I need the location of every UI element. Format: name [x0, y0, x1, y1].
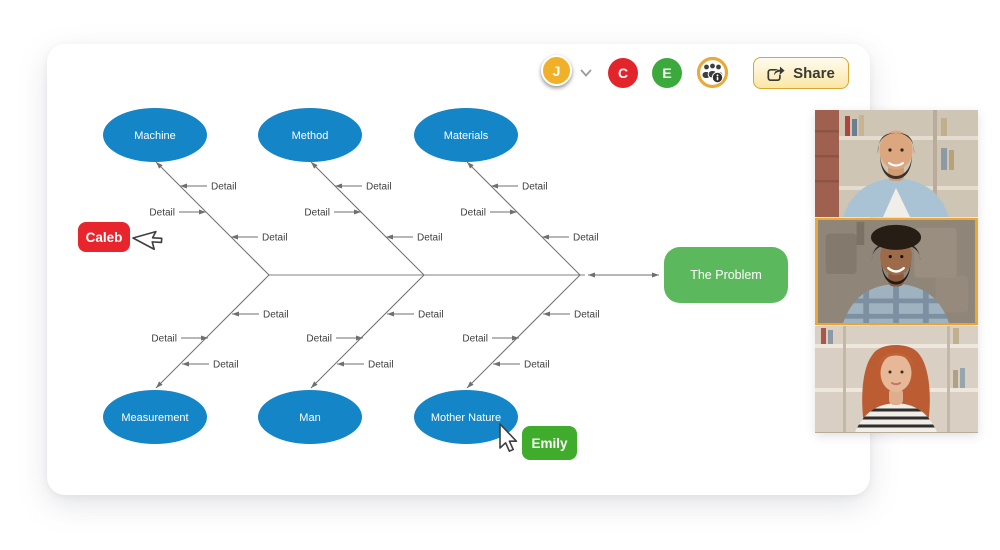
detail-label: Detail — [263, 310, 289, 321]
user-avatar-initial: J — [552, 62, 561, 79]
rib-measurement[interactable] — [155, 274, 270, 389]
detail-branch[interactable]: Detail — [386, 233, 443, 244]
rib-mother-nature[interactable] — [466, 274, 581, 389]
cause-node-machine[interactable]: Machine — [103, 108, 207, 162]
cause-ellipse — [258, 108, 362, 162]
participant-2-video — [818, 220, 975, 323]
cause-ellipse — [103, 108, 207, 162]
cause-label: Mother Nature — [431, 412, 501, 424]
cause-ellipse — [103, 390, 207, 444]
cause-node-materials[interactable]: Materials — [414, 108, 518, 162]
detail-label: Detail — [460, 208, 486, 219]
collaborator-avatar-c[interactable]: C — [608, 58, 638, 88]
cause-ellipse — [414, 390, 518, 444]
diagram-canvas[interactable]: Detail Detail Detail Detail Detail Det — [47, 44, 870, 495]
detail-branch[interactable]: Detail — [493, 360, 550, 371]
detail-label: Detail — [151, 334, 177, 345]
participant-3-video — [815, 326, 978, 432]
avatar-initial: C — [617, 65, 629, 81]
participant-1-video — [815, 110, 978, 217]
detail-label: Detail — [306, 334, 332, 345]
avatar-initial: E — [662, 65, 672, 81]
detail-branch[interactable]: Detail — [542, 233, 599, 244]
video-tile-participant-2-active[interactable] — [815, 218, 978, 325]
detail-label: Detail — [262, 233, 288, 244]
rib-man[interactable] — [310, 274, 425, 389]
cause-node-mother-nature[interactable]: Mother Nature — [414, 390, 518, 444]
detail-label: Detail — [524, 360, 550, 371]
share-forward-icon — [767, 65, 786, 81]
detail-label: Detail — [574, 310, 600, 321]
share-button[interactable]: Share — [753, 57, 849, 89]
cursor-emily-icon — [499, 423, 518, 452]
collaborator-avatar-e[interactable]: E — [652, 58, 682, 88]
cause-ellipse — [258, 390, 362, 444]
cursor-label-emily: Emily — [522, 426, 577, 460]
effect-node-problem[interactable]: The Problem — [664, 247, 788, 303]
cursor-caleb-icon — [132, 230, 163, 251]
detail-branch[interactable]: Detail — [387, 310, 444, 321]
rib-method[interactable] — [310, 161, 425, 276]
fishbone-diagram: Detail Detail Detail Detail Detail Det — [103, 108, 788, 444]
detail-label: Detail — [418, 310, 444, 321]
detail-label: Detail — [149, 208, 175, 219]
effect-rect — [664, 247, 788, 303]
cause-label: Man — [299, 412, 320, 424]
detail-branch[interactable]: Detail — [149, 208, 206, 219]
detail-branch[interactable]: Detail — [335, 182, 392, 193]
detail-label: Detail — [213, 360, 239, 371]
detail-branch[interactable]: Detail — [182, 360, 239, 371]
chevron-down-icon[interactable] — [580, 69, 592, 78]
user-avatar[interactable]: J — [541, 55, 572, 86]
cause-label: Materials — [444, 130, 489, 142]
detail-branch[interactable]: Detail — [337, 360, 394, 371]
cause-node-method[interactable]: Method — [258, 108, 362, 162]
detail-branch[interactable]: Detail — [232, 310, 289, 321]
detail-branch[interactable]: Detail — [306, 334, 363, 345]
rib-materials[interactable] — [466, 161, 581, 276]
detail-label: Detail — [462, 334, 488, 345]
rib-machine[interactable] — [155, 161, 270, 276]
cause-node-man[interactable]: Man — [258, 390, 362, 444]
cause-label: Method — [292, 130, 329, 142]
detail-branch[interactable]: Detail — [460, 208, 517, 219]
collaborator-name: Emily — [531, 435, 568, 451]
detail-label: Detail — [368, 360, 394, 371]
cause-ellipse — [414, 108, 518, 162]
detail-label: Detail — [366, 182, 392, 193]
detail-branch[interactable]: Detail — [462, 334, 519, 345]
video-tile-participant-1[interactable] — [815, 110, 978, 217]
cursor-label-caleb: Caleb — [78, 222, 130, 252]
detail-label: Detail — [573, 233, 599, 244]
share-button-label: Share — [793, 64, 835, 82]
detail-branch[interactable]: Detail — [491, 182, 548, 193]
detail-label: Detail — [211, 182, 237, 193]
video-tile-participant-3[interactable] — [815, 326, 978, 433]
detail-label: Detail — [417, 233, 443, 244]
detail-branch[interactable]: Detail — [543, 310, 600, 321]
detail-branch[interactable]: Detail — [151, 334, 208, 345]
detail-branch[interactable]: Detail — [231, 233, 288, 244]
cause-label: Measurement — [121, 412, 188, 424]
detail-label: Detail — [304, 208, 330, 219]
cause-label: Machine — [134, 130, 176, 142]
effect-label: The Problem — [690, 268, 762, 282]
audience-info-icon[interactable] — [696, 56, 729, 89]
video-call-strip — [815, 110, 978, 434]
detail-branch[interactable]: Detail — [304, 208, 361, 219]
detail-label: Detail — [522, 182, 548, 193]
cause-node-measurement[interactable]: Measurement — [103, 390, 207, 444]
collaborator-name: Caleb — [85, 229, 123, 245]
detail-branch[interactable]: Detail — [180, 182, 237, 193]
